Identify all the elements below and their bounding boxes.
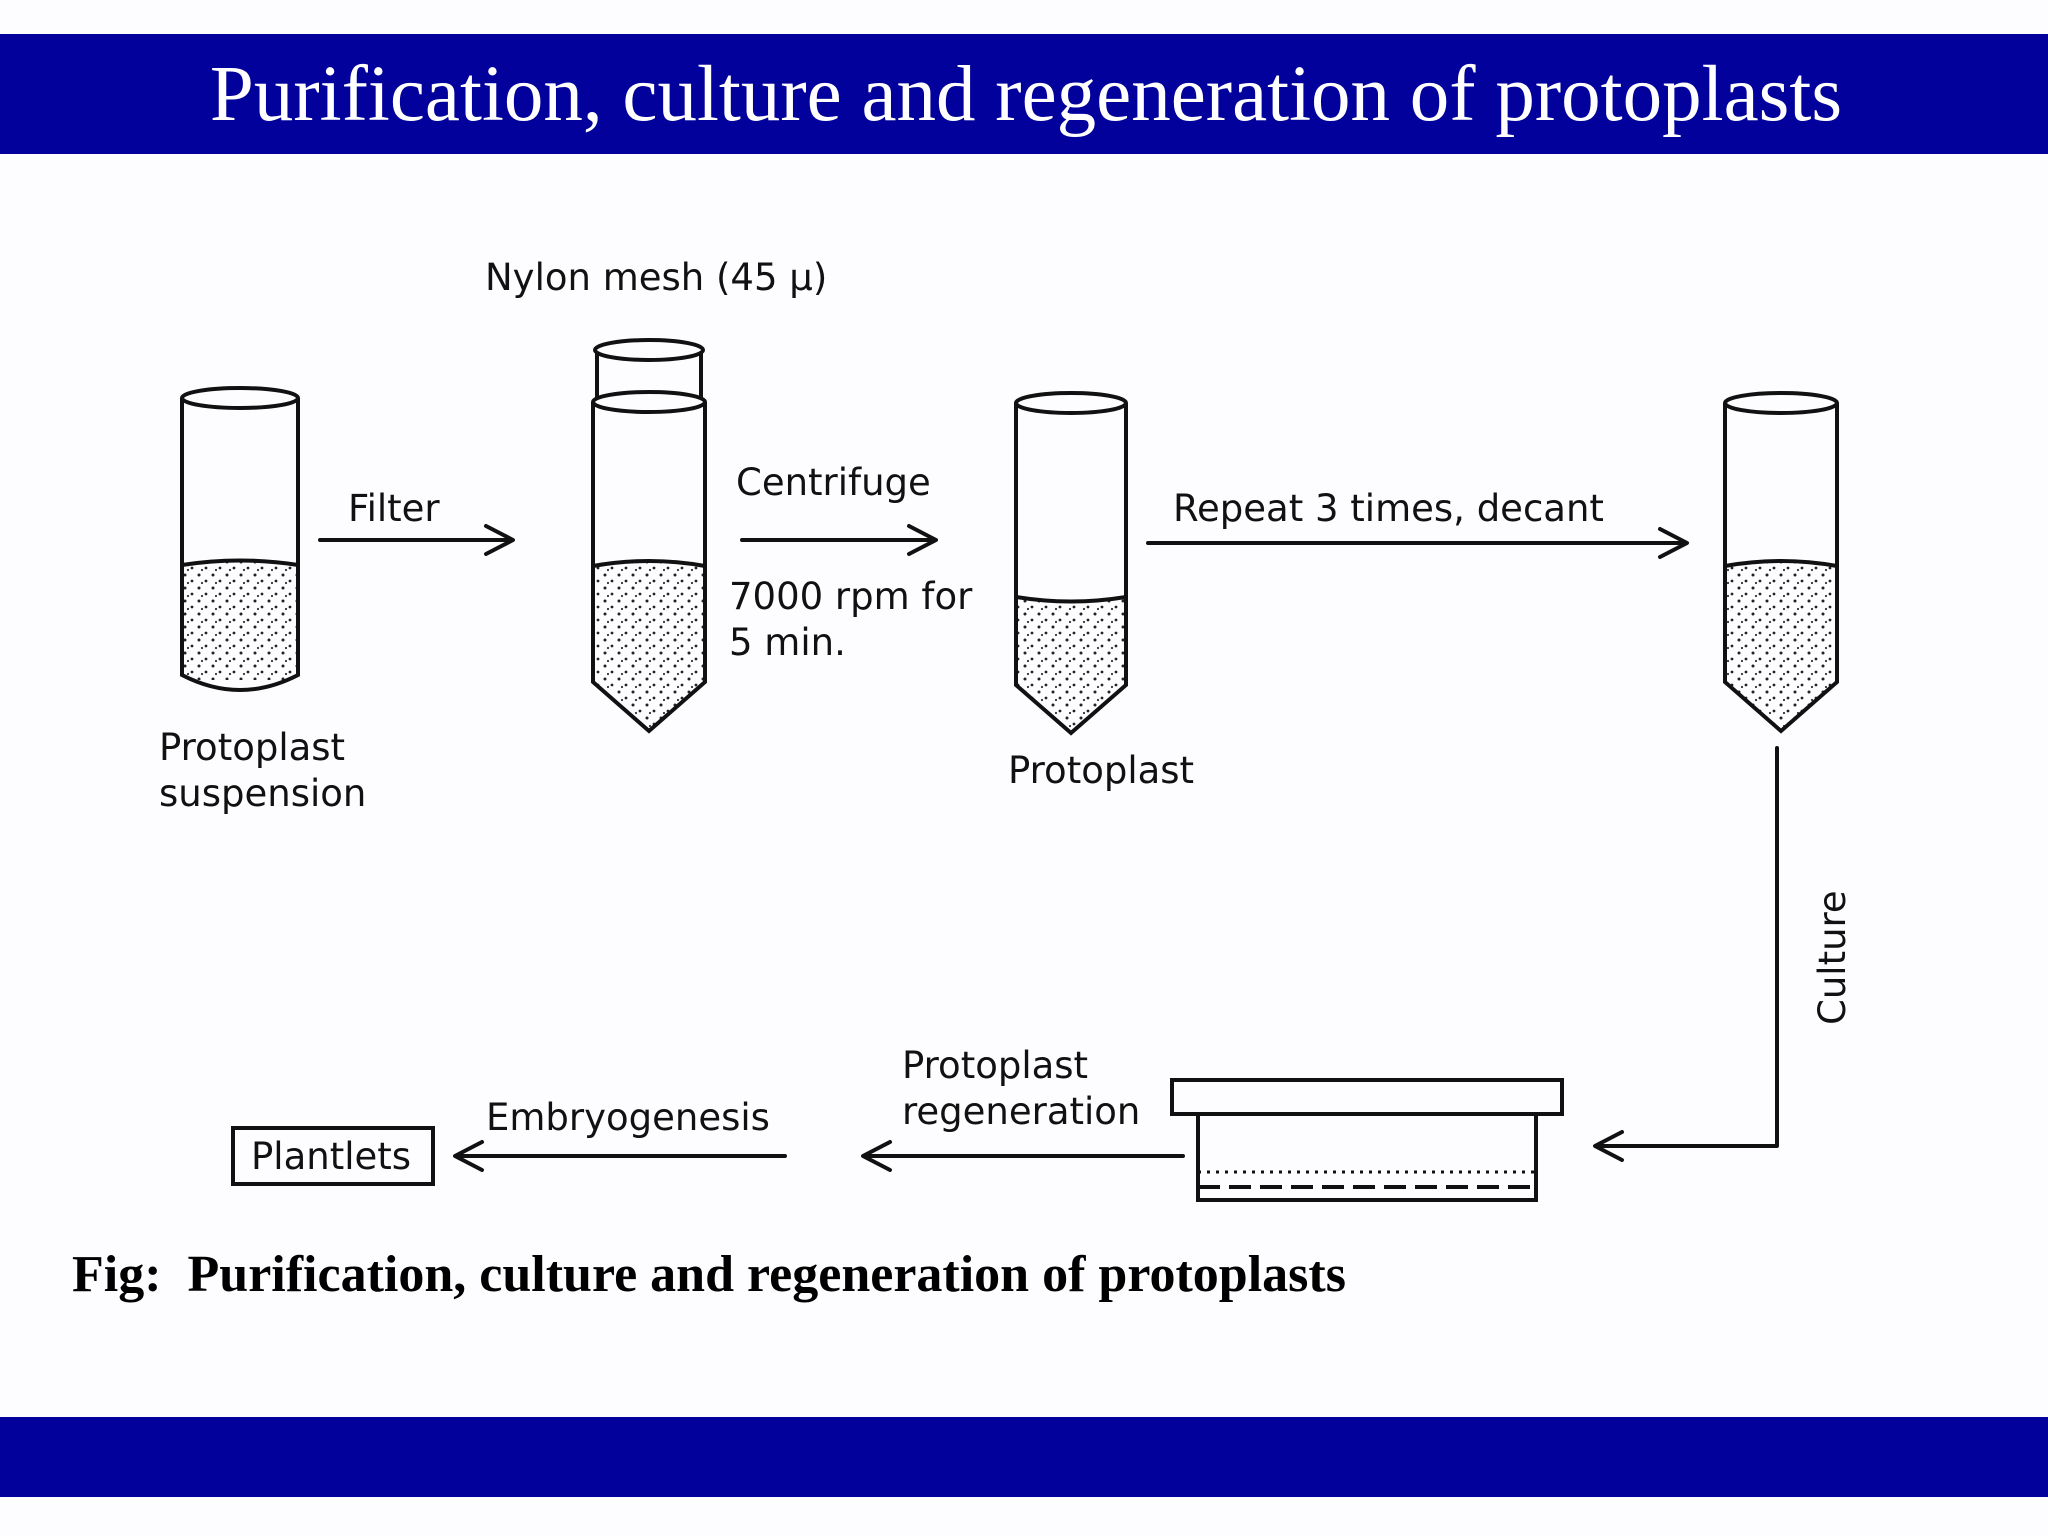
culture-dish [1170, 1078, 1564, 1202]
tube-nylon-mesh-filter [591, 338, 707, 734]
arrow-centrifuge [740, 524, 938, 556]
plantlets-box [231, 1126, 435, 1186]
title-banner: Purification, culture and regeneration o… [0, 34, 2048, 154]
culture-label: Culture [1811, 890, 1854, 1025]
protoplast-process-diagram: Nylon mesh (45 μ) Filter Centrifuge 7000… [159, 256, 1854, 1202]
protoplast-suspension-label-line1: Protoplast [159, 726, 345, 769]
arrow-repeat-decant [1146, 527, 1689, 559]
regeneration-label-line1: Protoplast [902, 1044, 1088, 1087]
slide-title: Purification, culture and regeneration o… [209, 50, 1843, 138]
tube-protoplast-suspension [180, 386, 300, 692]
arrow-regeneration [861, 1140, 1185, 1172]
tube-washed-protoplasts [1723, 391, 1839, 734]
centrifuge-label: Centrifuge [736, 461, 931, 504]
figure-caption-text: Purification, culture and regeneration o… [187, 1246, 1346, 1303]
repeat-decant-label: Repeat 3 times, decant [1173, 487, 1604, 530]
regeneration-label-line2: regeneration [902, 1090, 1140, 1133]
embryogenesis-label: Embryogenesis [486, 1096, 770, 1139]
tube-protoplast-pellet [1014, 391, 1128, 736]
rpm-label-line2: 5 min. [729, 621, 846, 664]
protoplast-label: Protoplast [1008, 749, 1194, 792]
footer-banner [0, 1417, 2048, 1497]
protoplast-suspension-label-line2: suspension [159, 772, 366, 815]
figure-caption: Fig: Purification, culture and regenerat… [72, 1245, 1346, 1304]
plantlets-label: Plantlets [251, 1135, 411, 1178]
rpm-label-line1: 7000 rpm for [729, 575, 973, 618]
nylon-mesh-label: Nylon mesh (45 μ) [485, 256, 827, 299]
figure-caption-prefix: Fig: [72, 1246, 162, 1303]
filter-label: Filter [348, 487, 440, 530]
arrow-filter [318, 524, 515, 556]
arrow-culture [1593, 746, 1779, 1162]
arrow-embryogenesis [453, 1140, 787, 1172]
